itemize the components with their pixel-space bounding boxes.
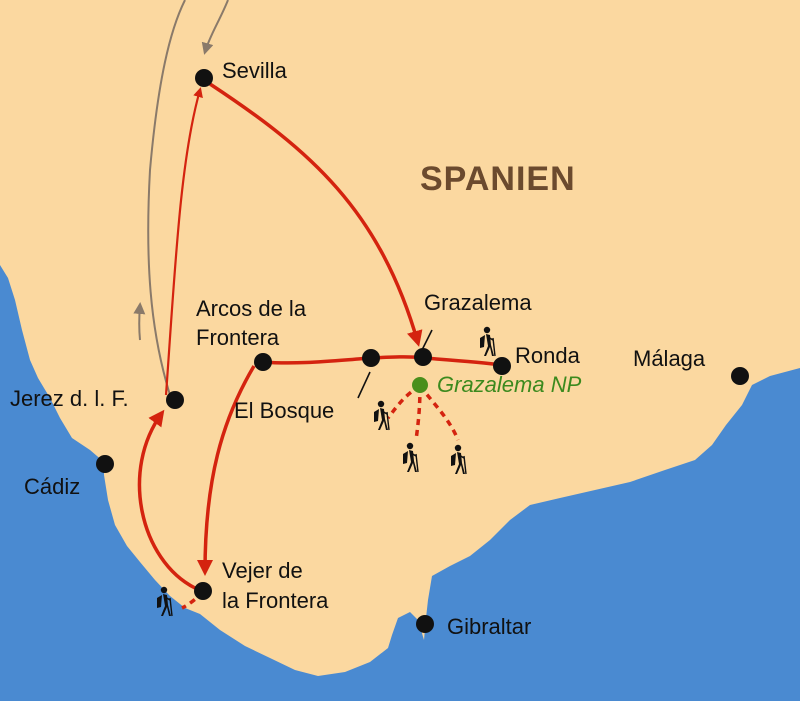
route-vejer-jerez [137,409,196,590]
label-vejer-line1: Vejer de [222,558,303,583]
route-sevilla-grazalema [209,82,423,347]
country-label: SPANIEN [420,160,576,198]
return-route [147,0,186,396]
park-dot-grazalema[interactable] [412,377,428,393]
label-gibraltar: Gibraltar [447,614,531,639]
city-dots [96,69,749,633]
city-dot-gibraltar[interactable] [416,615,434,633]
city-dot-grazalema[interactable] [414,348,432,366]
label-jerez: Jerez d. l. F. [10,386,129,411]
city-dot-malaga[interactable] [731,367,749,385]
label-ronda: Ronda [515,343,581,368]
city-dot-arcos[interactable] [254,353,272,371]
city-dot-vejer[interactable] [194,582,212,600]
label-cadiz: Cádiz [24,474,80,499]
arrival-route-upper [201,0,229,55]
city-dot-jerez[interactable] [166,391,184,409]
land-spain [0,0,800,676]
route-arcos-grazalema-ronda [262,355,503,367]
city-dot-sevilla[interactable] [195,69,213,87]
route-arcos-vejer [197,365,256,576]
label-grazalema: Grazalema [424,290,532,315]
city-dot-cadiz[interactable] [96,455,114,473]
label-el-bosque: El Bosque [234,398,334,423]
city-dot-el-bosque[interactable] [362,349,380,367]
city-dot-ronda[interactable] [493,357,511,375]
leader-grazalema [421,329,433,351]
label-arcos-line1: Arcos de la [196,296,307,321]
label-sevilla: Sevilla [222,58,288,83]
route-jerez-sevilla [164,87,203,396]
label-vejer-line2: la Frontera [222,588,329,613]
label-malaga: Málaga [633,346,706,371]
return-route-arrow [133,302,146,341]
leader-el-bosque [357,371,371,399]
label-arcos-line2: Frontera [196,325,280,350]
label-grazalema-np: Grazalema NP [437,372,582,397]
